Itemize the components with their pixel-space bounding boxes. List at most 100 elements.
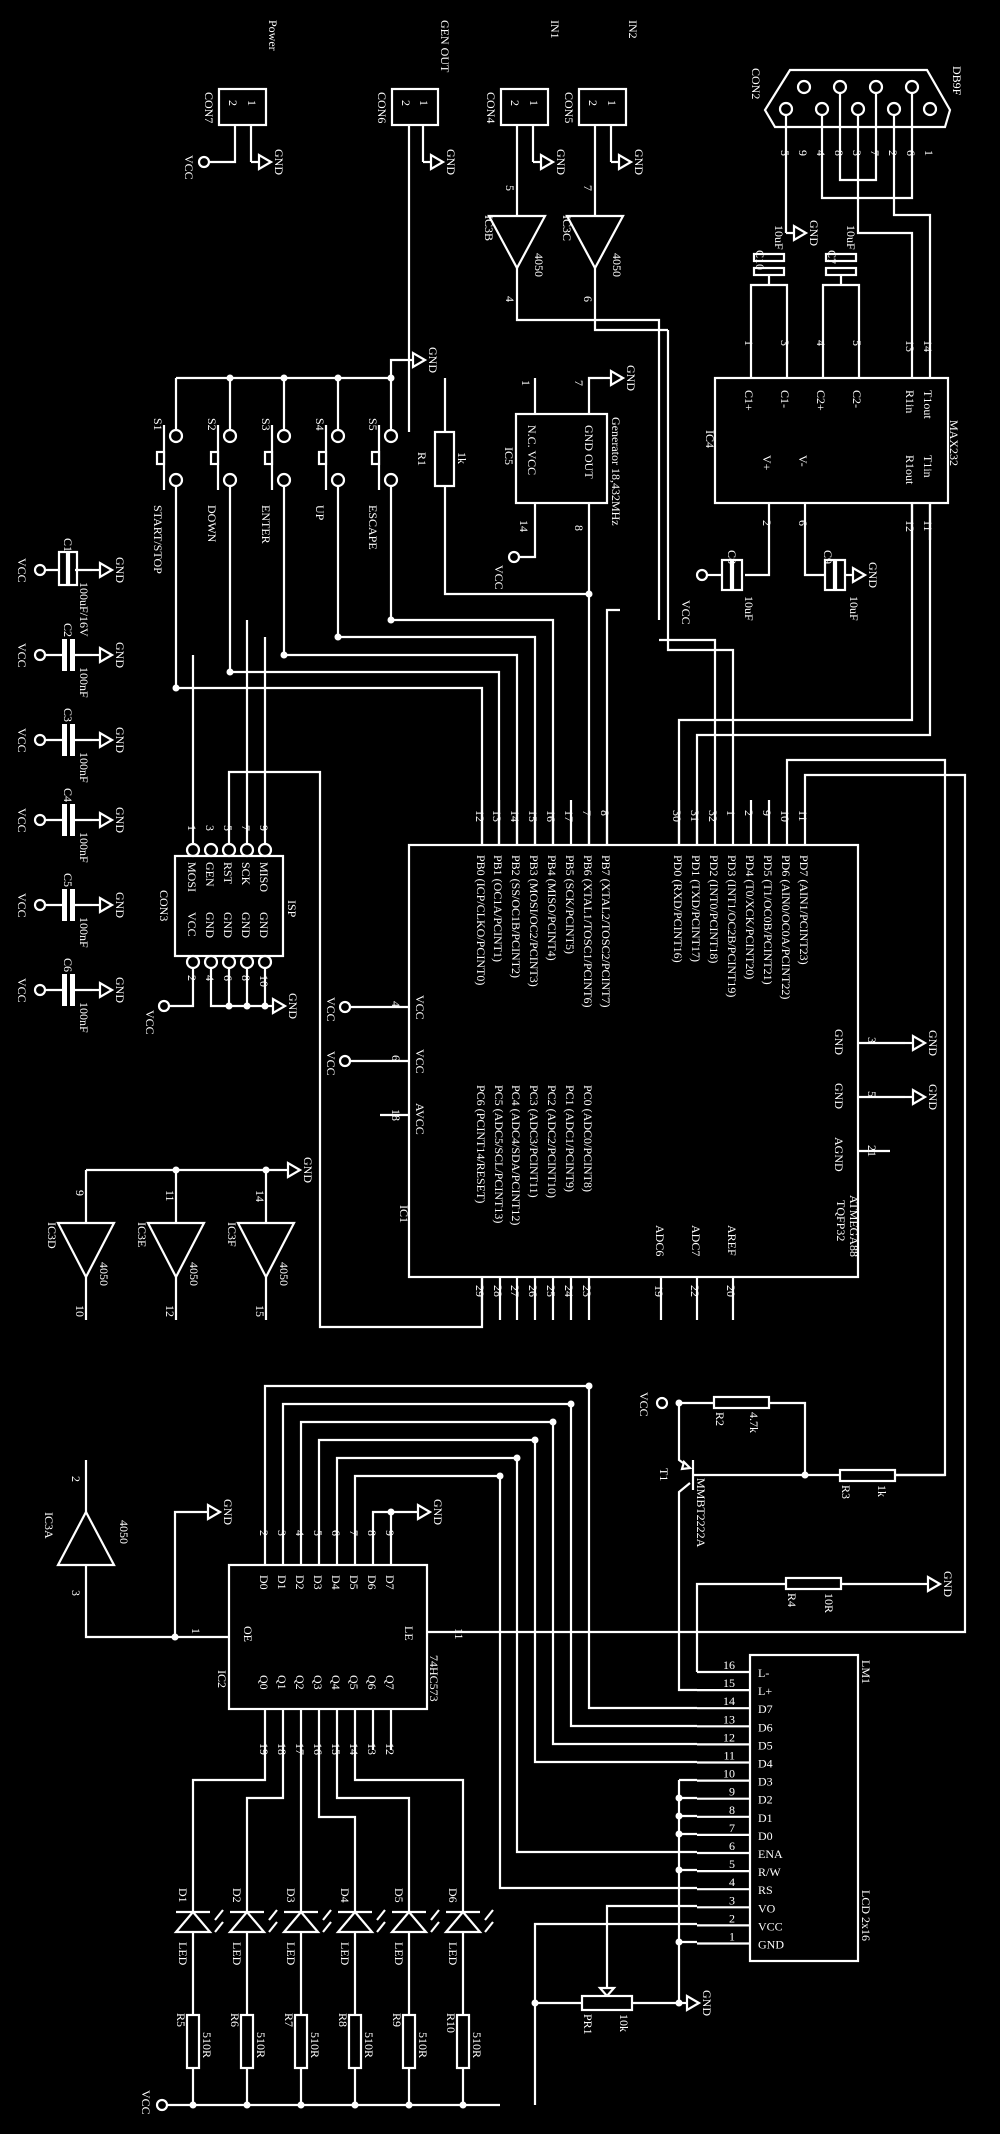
pin-label: VCC [413, 1049, 427, 1074]
gnd-label: GND [926, 1030, 940, 1056]
lcd-pin-label: D7 [758, 1702, 773, 1716]
led-icon [173, 1910, 213, 1934]
wire [170, 968, 195, 1008]
wire [533, 1440, 697, 1764]
gnd-label: GND [926, 1084, 940, 1110]
junction-dot [675, 1830, 683, 1838]
led-type: LED [284, 1942, 298, 1966]
isp-pin-label: SCK [239, 862, 253, 886]
pin-number: 22 [688, 1285, 702, 1297]
junction-dot [675, 1866, 683, 1874]
light-arrow-icon [376, 1921, 386, 1933]
pin-label: ADC6 [653, 1225, 667, 1256]
switch-contact-icon [330, 428, 346, 444]
ic-ref: IC5 [502, 447, 516, 465]
vcc-terminal-icon [157, 999, 171, 1013]
isp-pin-icon [185, 954, 201, 970]
switch-label: UP [313, 505, 327, 521]
wire [695, 1582, 786, 1672]
switch-button-icon [317, 450, 328, 466]
gnd-label: GND [632, 149, 646, 175]
pin-number: 12 [903, 520, 917, 532]
gnd-label: GND [624, 365, 638, 391]
latch-input-label: D0 [257, 1575, 271, 1590]
pin-label: PD6 (AIN0/OC0A/PCINT22) [779, 855, 793, 999]
connector-ref: CON7 [202, 92, 216, 123]
ground-icon [416, 1503, 433, 1521]
pin-number: 18 [389, 1109, 403, 1121]
connector-power_connector [217, 87, 268, 127]
junction-dot [225, 1002, 233, 1010]
pin-number: 7 [581, 185, 595, 191]
res-value: 510R [308, 2032, 322, 2058]
pin-number: 8 [598, 810, 612, 816]
res-ref: R9 [390, 2013, 404, 2027]
capacitor-plate [70, 724, 75, 756]
cap-ref: C4 [61, 788, 75, 802]
gnd-label: GND [941, 1571, 955, 1597]
pin-number: 1 [922, 150, 936, 156]
led-icon [443, 1910, 483, 1934]
switch-contact-icon [222, 428, 238, 444]
capacitor-plate [70, 974, 75, 1006]
pin-number: 27 [508, 1285, 522, 1297]
switch-contact-icon [276, 428, 292, 444]
pin-number: 1 [519, 380, 533, 386]
res-ref: R4 [785, 1593, 799, 1607]
db9-pin-icon [850, 101, 866, 117]
pin-number: 17 [562, 810, 576, 822]
led-icon [281, 1910, 321, 1934]
pin-number: 6 [796, 520, 810, 526]
ground-icon [792, 224, 809, 242]
capacitor-plate [70, 639, 75, 671]
pin-number: 12 [723, 1730, 735, 1744]
isp-pin-icon [203, 842, 219, 858]
latch-oe-label: OE [241, 1626, 255, 1642]
cap-value: 10uF [772, 225, 786, 250]
pin-number: 13 [490, 810, 504, 822]
pin-number: 1 [245, 100, 259, 106]
connector-name: DB9F [950, 66, 964, 96]
ground-icon [539, 153, 556, 171]
led-icon [389, 1910, 429, 1934]
buffer-ref: IC3C [560, 215, 574, 241]
wire [210, 125, 237, 164]
led-type: LED [230, 1942, 244, 1966]
switch-ref: S5 [366, 418, 380, 431]
pin-number: 30 [670, 810, 684, 822]
light-arrow-icon [484, 1909, 494, 1921]
db9-pin-icon [922, 101, 938, 117]
wire [230, 670, 501, 845]
buffer-ref: IC3A [42, 1512, 56, 1539]
lcd-pin-label: VCC [758, 1919, 783, 1933]
ground-icon [206, 1503, 223, 1521]
buffer-ref: IC3F [225, 1222, 239, 1247]
pin-label: PD5 (T1/OC0B/PCINT21) [761, 855, 775, 985]
buffer-part: 4050 [277, 1262, 291, 1286]
vcc-terminal-icon [33, 813, 47, 827]
pin-label: PC5 (ADC5/SCL/PCINT13) [492, 1085, 506, 1223]
buffer-part: 4050 [187, 1262, 201, 1286]
pin-label: T1out [921, 390, 935, 419]
pin-number: 31 [688, 810, 702, 822]
wire [569, 1404, 697, 1728]
res-value: 10R [822, 1593, 836, 1613]
gnd-label: GND [301, 1157, 315, 1183]
switch-label: DOWN [205, 505, 219, 543]
switch-contact-icon [276, 472, 292, 488]
pin-number: 29 [473, 1285, 487, 1297]
pin-label: GND [832, 1029, 846, 1055]
res-ref: R6 [228, 2013, 242, 2027]
capacitor-plate [67, 550, 79, 587]
wire [515, 268, 661, 620]
wire [821, 283, 861, 300]
wire [593, 268, 668, 332]
wire [520, 503, 537, 559]
pin-number: 11 [723, 1749, 735, 1763]
pin-number: 4 [729, 1875, 735, 1889]
osc-part: Generator 18,432MHz [609, 417, 623, 526]
switch-ref: S4 [313, 418, 327, 431]
ground-icon [98, 811, 115, 829]
transistor-part: MMBT2222A [694, 1478, 708, 1548]
